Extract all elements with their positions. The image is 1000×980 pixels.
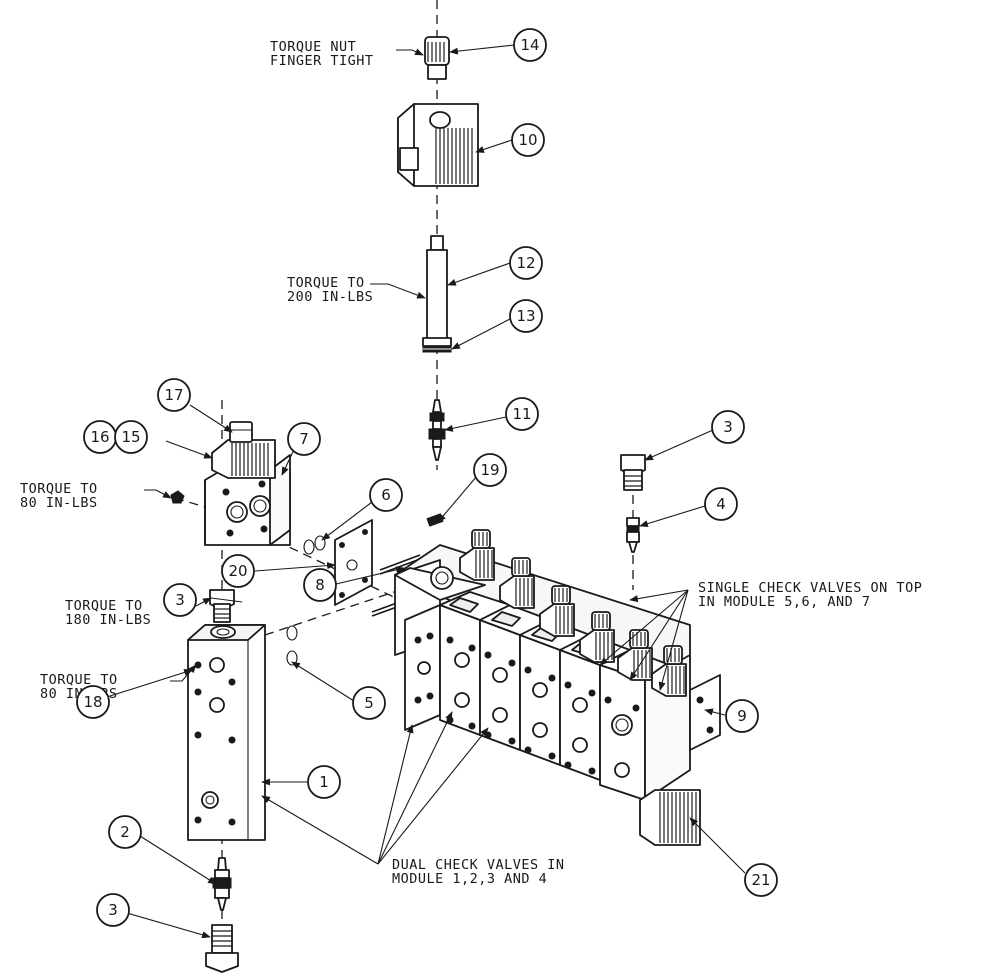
svg-text:21: 21 (751, 871, 770, 889)
svg-text:6: 6 (381, 486, 391, 504)
note-single-check-valves: SINGLE CHECK VALVES ON TOP IN MODULE 5,6… (698, 580, 922, 610)
callout-21: 21 (744, 863, 778, 897)
part-15-16-solenoid-coil (211, 439, 276, 479)
part-3-plug-bottom (205, 924, 239, 973)
svg-text:11: 11 (512, 405, 531, 423)
note-torque-200: TORQUE TO 200 IN-LBS (287, 275, 373, 305)
svg-text:13: 13 (516, 307, 535, 325)
svg-text:5: 5 (364, 694, 374, 712)
callout-15: 15 (114, 420, 148, 454)
svg-text:4: 4 (716, 495, 726, 513)
part-11-cartridge-valve (428, 399, 446, 461)
callout-2: 2 (108, 815, 142, 849)
note-dual-check-valves: DUAL CHECK VALVES IN MODULE 1,2,3 AND 4 (392, 857, 565, 887)
svg-text:17: 17 (164, 386, 183, 404)
module-block-3 (479, 604, 551, 751)
svg-text:80 IN-LBS: 80 IN-LBS (20, 495, 98, 511)
note-torque-80-upper: TORQUE TO 80 IN-LBS (20, 481, 98, 511)
svg-text:3: 3 (175, 591, 185, 609)
svg-text:TORQUE TO: TORQUE TO (65, 598, 143, 614)
svg-text:TORQUE TO: TORQUE TO (40, 672, 118, 688)
svg-text:3: 3 (108, 901, 118, 919)
callout-19: 19 (473, 453, 507, 487)
part-13-stem-ring (422, 345, 452, 353)
svg-text:DUAL CHECK VALVES IN: DUAL CHECK VALVES IN (392, 857, 565, 873)
part-20-gasket-plate (334, 519, 373, 606)
callout-11: 11 (505, 397, 539, 431)
note-torque-180: TORQUE TO 180 IN-LBS (65, 598, 151, 628)
svg-text:20: 20 (228, 562, 247, 580)
callout-4: 4 (704, 487, 738, 521)
callout-13: 13 (509, 299, 543, 333)
svg-text:FINGER TIGHT: FINGER TIGHT (270, 53, 374, 69)
callout-9: 9 (725, 699, 759, 733)
svg-text:2: 2 (120, 823, 130, 841)
callout-3-bottom: 3 (96, 893, 130, 927)
callout-1: 1 (307, 765, 341, 799)
svg-text:15: 15 (121, 428, 140, 446)
svg-text:IN MODULE 5,6, AND 7: IN MODULE 5,6, AND 7 (698, 594, 871, 610)
svg-text:TORQUE TO: TORQUE TO (287, 275, 365, 291)
svg-text:19: 19 (480, 461, 499, 479)
module-block-1 (404, 604, 441, 731)
part-3-plug-left (209, 589, 235, 623)
svg-text:3: 3 (723, 418, 733, 436)
svg-text:TORQUE TO: TORQUE TO (20, 481, 98, 497)
callout-12: 12 (509, 246, 543, 280)
svg-text:16: 16 (90, 428, 109, 446)
callout-7: 7 (287, 422, 321, 456)
callout-3-left-shown-bubble: 3 (163, 583, 197, 617)
upper-screw (170, 490, 185, 504)
callout-20: 20 (221, 554, 255, 588)
part-5-o-rings (286, 625, 298, 666)
callout-17: 17 (157, 378, 191, 412)
module-block-2 (439, 591, 511, 736)
callout-5: 5 (352, 686, 386, 720)
callout-6: 6 (369, 478, 403, 512)
part-6-o-rings (303, 535, 326, 555)
callout-3-right: 3 (711, 410, 745, 444)
part-3-plug-right (620, 454, 646, 491)
svg-text:8: 8 (315, 576, 325, 594)
svg-text:7: 7 (299, 430, 309, 448)
svg-text:SINGLE CHECK VALVES ON TOP: SINGLE CHECK VALVES ON TOP (698, 580, 922, 596)
svg-text:18: 18 (83, 693, 102, 711)
module-coils (459, 529, 687, 697)
svg-text:14: 14 (520, 36, 539, 54)
svg-text:1: 1 (319, 773, 329, 791)
part-10-solenoid-coil (397, 103, 479, 187)
note-torque-nut: TORQUE NUT FINGER TIGHT (270, 39, 374, 69)
part-4-check-valve (626, 517, 640, 553)
svg-text:MODULE 1,2,3 AND 4: MODULE 1,2,3 AND 4 (392, 871, 547, 887)
callout-18: 18 (76, 685, 110, 719)
callout-10: 10 (511, 123, 545, 157)
part-21-bottom-coil (639, 789, 701, 846)
manifold-stack (394, 529, 721, 846)
part-17-coil-nut (229, 421, 253, 443)
svg-text:9: 9 (737, 707, 747, 725)
part-12-valve-stem (422, 235, 452, 347)
part-2-cartridge (212, 857, 232, 911)
svg-text:TORQUE NUT: TORQUE NUT (270, 39, 356, 55)
part-14-torque-nut (424, 36, 450, 80)
callout-16: 16 (83, 420, 117, 454)
callout-8: 8 (303, 568, 337, 602)
callout-14: 14 (513, 28, 547, 62)
svg-text:180 IN-LBS: 180 IN-LBS (65, 612, 151, 628)
svg-text:12: 12 (516, 254, 535, 272)
part-1-valve-body (187, 624, 266, 841)
svg-text:10: 10 (518, 131, 537, 149)
svg-text:200 IN-LBS: 200 IN-LBS (287, 289, 373, 305)
leader-lines (106, 44, 746, 939)
